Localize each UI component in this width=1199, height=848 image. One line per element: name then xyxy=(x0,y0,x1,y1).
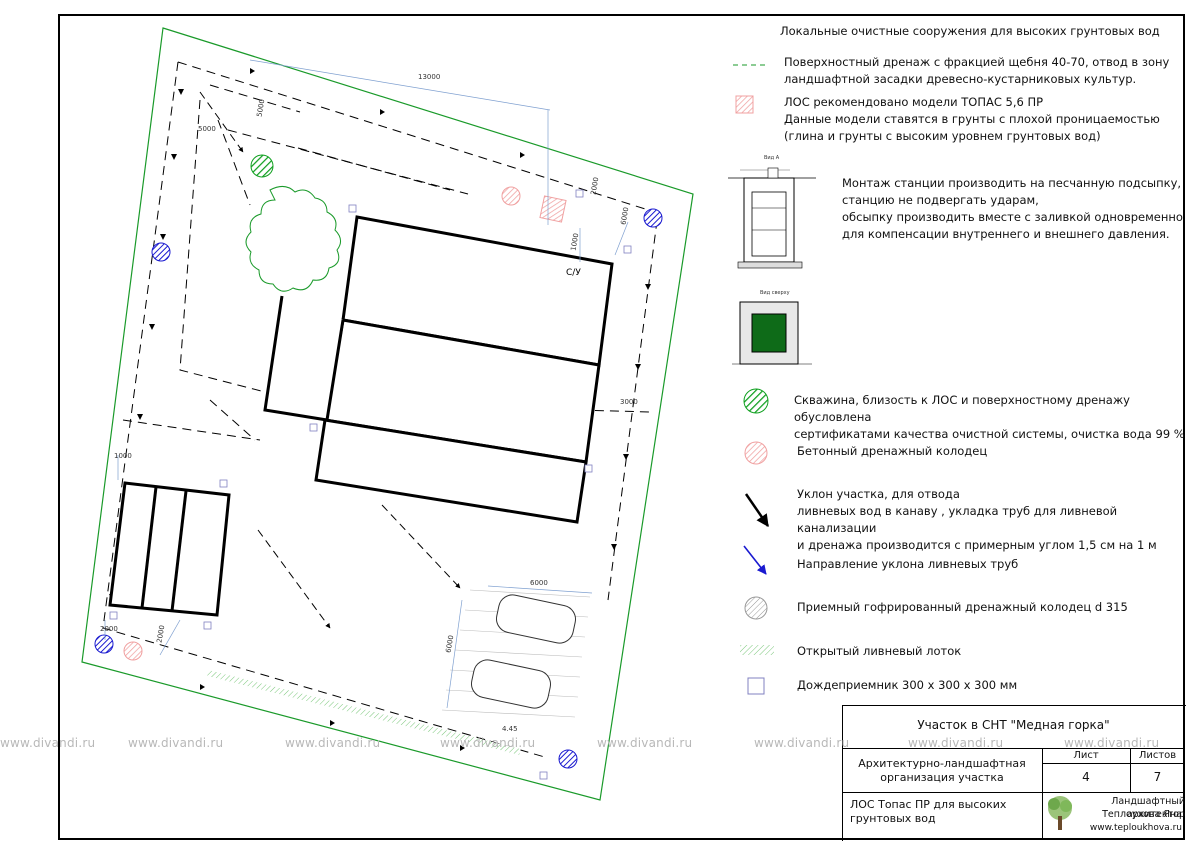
dim-1000-b: 1000 xyxy=(114,452,132,460)
watermark: www.divandi.ru xyxy=(128,736,224,750)
tree-logo-icon xyxy=(1048,796,1072,830)
slope-icon xyxy=(744,493,770,528)
legend-drainage-text: Поверхностный дренаж с фракцией щебня 40… xyxy=(784,55,1170,86)
site-boundary xyxy=(81,27,694,801)
legend-slope-text: Уклон участка, для отвода ливневых вод в… xyxy=(797,487,1157,552)
concrete-well-marker xyxy=(501,186,521,206)
slope-arrows xyxy=(199,91,461,629)
legend-concrete-well-text: Бетонный дренажный колодец xyxy=(797,444,988,458)
dim-3000: 3000 xyxy=(620,398,638,406)
title-block-line xyxy=(1042,763,1185,764)
dim-5000-a: 5000 xyxy=(198,125,216,133)
watermark: www.divandi.ru xyxy=(440,736,536,750)
project-name: Участок в СНТ "Медная горка" xyxy=(917,718,1110,732)
well-icon xyxy=(743,388,769,414)
author-name: Теплоухова Яна xyxy=(1102,809,1182,820)
author-role: Ландшафтный архитектор xyxy=(1111,796,1185,820)
title-block-line xyxy=(842,748,1185,749)
car xyxy=(471,594,576,709)
watermark: www.divandi.ru xyxy=(908,736,1004,750)
sheet-number: 4 xyxy=(1082,770,1090,784)
open-rain-tray xyxy=(207,670,521,755)
receiving-well-marker xyxy=(151,242,171,262)
concrete-well-marker xyxy=(123,641,143,661)
pipe-direction-icon xyxy=(743,545,767,575)
legend-mount-text: Монтаж станции производить на песчанную … xyxy=(842,176,1183,241)
well-marker xyxy=(250,154,274,178)
los-station-marker xyxy=(539,195,567,223)
receiving-well-icon xyxy=(744,596,768,620)
watermark: www.divandi.ru xyxy=(0,736,96,750)
rain-inlets xyxy=(109,189,632,780)
dim-13000: 13000 xyxy=(418,73,441,81)
legend-pipe-direction-text: Направление уклона ливневых труб xyxy=(797,557,1019,571)
legend-open-tray-text: Открытый ливневый лоток xyxy=(797,644,962,658)
concrete-well-icon xyxy=(744,441,768,465)
legend-title: Локальные очистные сооружения для высоки… xyxy=(780,24,1160,38)
rain-inlet-icon xyxy=(747,677,765,695)
drawing-frame xyxy=(58,14,1185,840)
dimension-lines xyxy=(104,59,629,709)
receiving-well-marker xyxy=(558,749,578,769)
house xyxy=(263,215,614,524)
sheet-description: Архитектурно-ландшафтная организация уча… xyxy=(858,757,1026,784)
watermark: www.divandi.ru xyxy=(597,736,693,750)
title-block-line xyxy=(1130,748,1131,792)
watermark: www.divandi.ru xyxy=(1064,736,1160,750)
legend-well-text: Скважина, близость к ЛОС и поверхностном… xyxy=(794,393,1185,441)
tree xyxy=(245,186,341,292)
drain-arrow-heads xyxy=(109,68,651,751)
sheets-label: Листов xyxy=(1138,750,1177,761)
title-block-line xyxy=(1042,748,1043,840)
dim-445: 4.45 xyxy=(502,725,518,733)
station-top-view-detail xyxy=(732,301,812,365)
author-site: www.teploukhova.ru xyxy=(1089,823,1182,833)
legend-los-text: ЛОС рекомендовано модели ТОПАС 5,6 ПР Да… xyxy=(784,95,1160,143)
legend-receiving-well-text: Приемный гофрированный дренажный колодец… xyxy=(797,600,1128,614)
dim-6000-b: 6000 xyxy=(530,579,548,587)
bathroom-label: С/У xyxy=(566,268,581,278)
title-block-line xyxy=(842,792,1185,793)
station-section-detail xyxy=(728,167,816,269)
sheet-label: Лист xyxy=(1073,750,1099,761)
drawing-name: ЛОС Топас ПР для высоких грунтовых вод xyxy=(850,798,1007,825)
receiving-well-marker xyxy=(94,634,114,654)
open-tray-icon xyxy=(740,645,774,655)
section-a-label: Вид А xyxy=(764,155,780,161)
top-view-label: Вид сверху xyxy=(760,290,790,296)
watermark: www.divandi.ru xyxy=(754,736,850,750)
sheets-total: 7 xyxy=(1153,770,1162,784)
dim-2000-c: 2000 xyxy=(100,625,118,633)
title-block xyxy=(842,705,1186,841)
watermark: www.divandi.ru xyxy=(285,736,381,750)
receiving-well-marker xyxy=(643,208,663,228)
legend-rain-inlet-text: Дождеприемник 300 х 300 х 300 мм xyxy=(797,678,1018,692)
shed xyxy=(108,481,231,617)
los-icon xyxy=(735,95,754,114)
